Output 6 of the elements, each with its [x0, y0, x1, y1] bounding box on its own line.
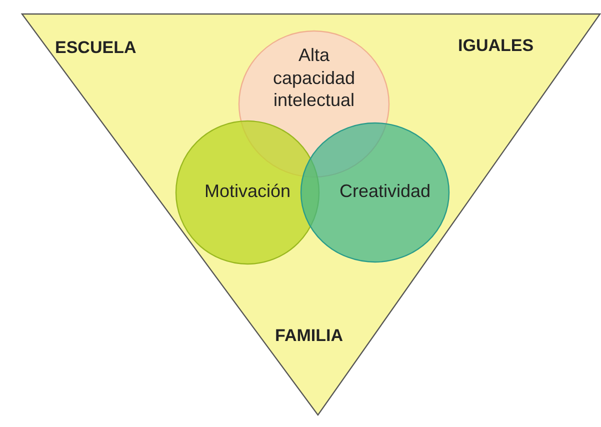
- circle-label: Alta capacidad intelectual: [272, 44, 356, 112]
- circle-label: Motivación: [203, 180, 292, 202]
- corner-label: IGUALES: [458, 36, 534, 56]
- corner-label: ESCUELA: [55, 38, 136, 58]
- corner-label: FAMILIA: [275, 326, 343, 346]
- circle-label: Creatividad: [338, 180, 432, 202]
